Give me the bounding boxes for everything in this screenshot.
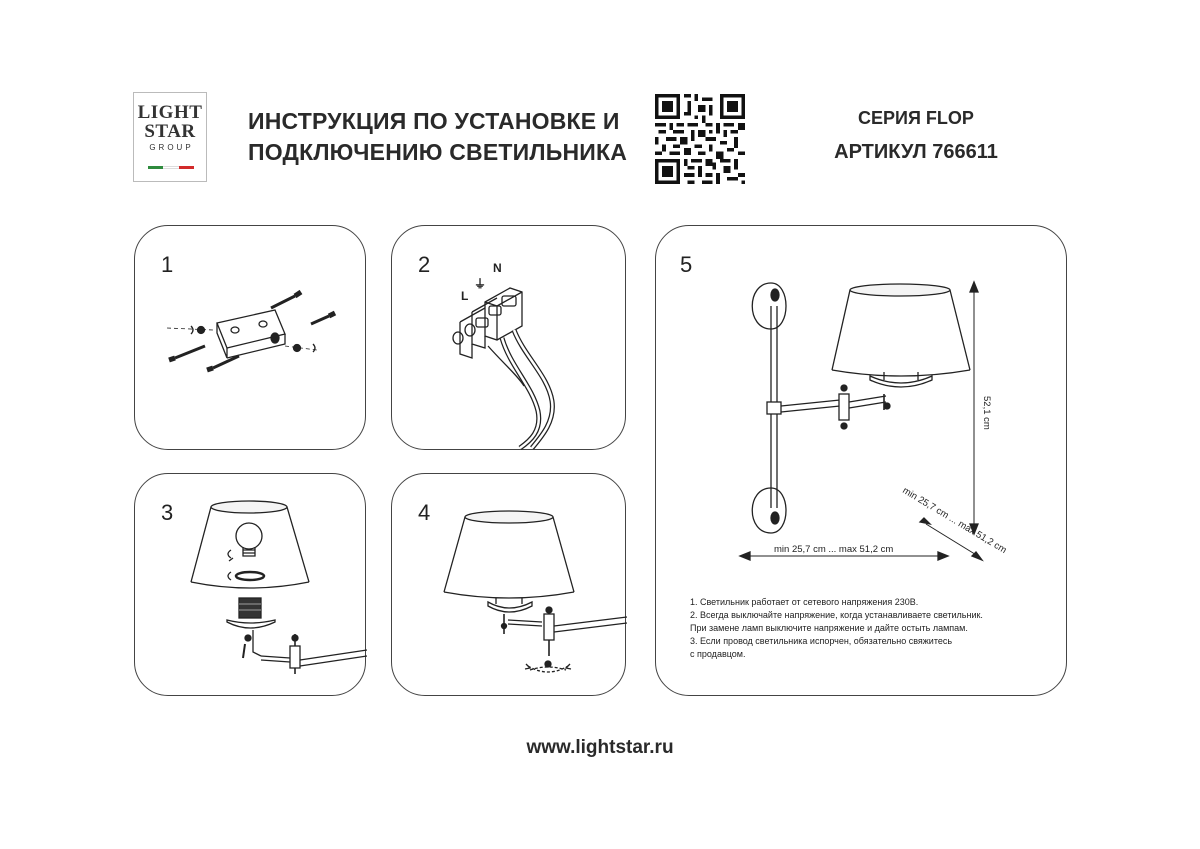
shade-rotate-icon: [443, 510, 627, 673]
step-1-panel: 1: [134, 225, 366, 450]
note-line: с продавцом.: [690, 649, 746, 659]
height-dimension-label: 52,1 cm: [981, 396, 992, 430]
lightstar-logo: LIGHT STAR GROUP: [133, 92, 207, 182]
step-number: 5: [680, 252, 693, 277]
earth-symbol: ⏚: [474, 277, 486, 291]
mounting-bracket-screws-icon: [166, 289, 337, 373]
product-info: СЕРИЯ FLOP АРТИКУЛ 766611: [826, 106, 1006, 166]
bulb-shade-assembly-icon: [190, 500, 367, 674]
step-3-panel: 3: [134, 473, 367, 696]
page-title: ИНСТРУКЦИЯ ПО УСТАНОВКЕ И ПОДКЛЮЧЕНИЮ СВ…: [248, 106, 627, 168]
neutral-label: N: [493, 261, 502, 275]
note-line: При замене ламп выключите напряжение и д…: [690, 623, 968, 633]
step-4-panel: 4: [391, 473, 627, 696]
wiring-terminal-icon: ⏚ N L: [452, 261, 555, 451]
logo-line-2: STAR: [144, 121, 196, 142]
step-5-panel: 5: [655, 225, 1067, 696]
article-label: АРТИКУЛ 766611: [834, 141, 998, 163]
title-line-1: ИНСТРУКЦИЯ ПО УСТАНОВКЕ И: [248, 108, 620, 134]
qr-code-icon: [655, 94, 745, 184]
website-url: www.lightstar.ru: [526, 737, 674, 758]
italian-flag-stripe: [148, 166, 194, 169]
note-line: 1. Светильник работает от сетевого напря…: [690, 597, 919, 607]
step-number: 3: [161, 500, 174, 525]
step-number: 4: [418, 500, 431, 525]
note-line: 2. Всегда выключайте напряжение, когда у…: [690, 610, 983, 620]
title-line-2: ПОДКЛЮЧЕНИЮ СВЕТИЛЬНИКА: [248, 139, 628, 165]
live-label: L: [461, 289, 468, 303]
diagonal-dimension-label: min 25,7 cm ... max 51,2 cm: [900, 485, 1008, 556]
dimensions-drawing-icon: 52,1 cm min 25,7 cm ... max 51,2 cm min …: [738, 280, 1008, 562]
step-2-panel: 2 ⏚ N L: [391, 225, 626, 451]
width-dimension-label: min 25,7 cm ... max 51,2 cm: [774, 544, 893, 555]
safety-notes: 1. Светильник работает от сетевого напря…: [690, 596, 983, 661]
logo-line-1: LIGHT: [137, 102, 203, 123]
step-number: 2: [418, 252, 431, 277]
step-number: 1: [161, 252, 174, 277]
logo-line-3: GROUP: [149, 143, 194, 152]
note-line: 3. Если провод светильника испорчен, обя…: [690, 636, 953, 646]
series-label: СЕРИЯ FLOP: [858, 108, 974, 128]
